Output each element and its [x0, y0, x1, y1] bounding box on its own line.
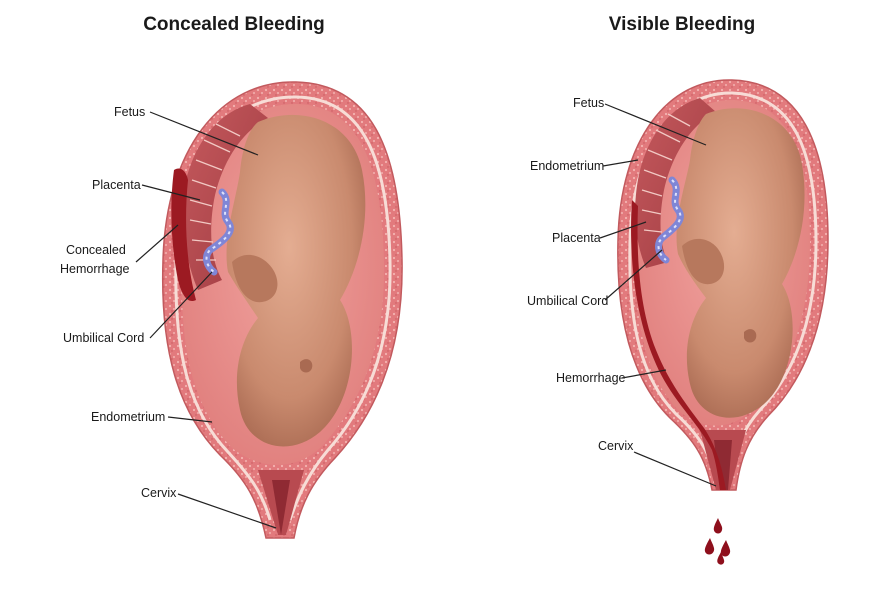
label-fetus-right: Fetus: [573, 96, 604, 110]
fetus-hand-right: [682, 238, 725, 285]
placenta-tissue-left: [183, 104, 268, 290]
endometrium-line-left: [174, 95, 392, 521]
concealed-panel: Concealed Bleeding: [60, 14, 403, 539]
leader-placenta-left: [141, 184, 201, 201]
leader-endometrium-right: [602, 159, 639, 167]
label-hemorrhage-line1-left: Concealed: [66, 243, 126, 257]
label-umbilical-cord-right: Umbilical Cord: [527, 294, 608, 308]
label-hemorrhage-line2-left: Hemorrhage: [60, 262, 130, 276]
umbilical-cord-stripes-right: [657, 179, 682, 261]
label-placenta-left: Placenta: [92, 178, 141, 192]
label-cervix-right: Cervix: [598, 439, 634, 453]
fetus-hand-left: [232, 254, 278, 303]
label-cervix-left: Cervix: [141, 486, 177, 500]
blood-drop-2: [704, 538, 715, 555]
leader-fetus-right: [604, 103, 707, 146]
fetus-ear-right: [744, 329, 757, 343]
placenta-right: [631, 98, 726, 490]
blood-drop-3: [720, 540, 731, 557]
blood-drop-4: [717, 552, 725, 565]
leader-placenta-right: [599, 221, 647, 239]
placenta-tissue-right: [635, 98, 716, 268]
leader-umbilical-cord-right: [604, 249, 663, 301]
leader-fetus-left: [149, 111, 259, 156]
fetus-ear-left: [300, 359, 313, 373]
placenta-stripes-right: [641, 113, 691, 233]
label-umbilical-cord-left: Umbilical Cord: [63, 331, 144, 345]
fetus-right: [655, 108, 805, 418]
endometrium-line-right: [628, 91, 818, 477]
label-placenta-right: Placenta: [552, 231, 601, 245]
blood-drops: [704, 518, 731, 565]
leader-cervix-right: [633, 451, 717, 487]
leader-umbilical-cord-left: [149, 271, 213, 339]
leader-hemorrhage-right: [621, 369, 667, 379]
blood-drop-1: [713, 518, 723, 534]
concealed-title: Concealed Bleeding: [143, 14, 325, 35]
label-endometrium-right: Endometrium: [530, 159, 604, 173]
visible-hemorrhage: [631, 200, 726, 490]
fetus-body-right: [676, 108, 805, 418]
concealed-hemorrhage: [171, 168, 196, 302]
label-fetus-left: Fetus: [114, 105, 145, 119]
fetus-left: [203, 114, 366, 447]
label-hemorrhage-right: Hemorrhage: [556, 371, 626, 385]
leader-hemorrhage-left: [135, 224, 179, 263]
visible-title: Visible Bleeding: [609, 14, 755, 35]
cervix-canal-left: [272, 480, 290, 535]
visible-panel: Visible Bleeding: [527, 14, 829, 565]
leader-cervix-left: [177, 493, 277, 529]
leader-endometrium-left: [167, 416, 213, 423]
fetus-body-left: [226, 114, 366, 447]
umbilical-cord-stripes-left: [205, 191, 232, 273]
label-endometrium-left: Endometrium: [91, 410, 165, 424]
